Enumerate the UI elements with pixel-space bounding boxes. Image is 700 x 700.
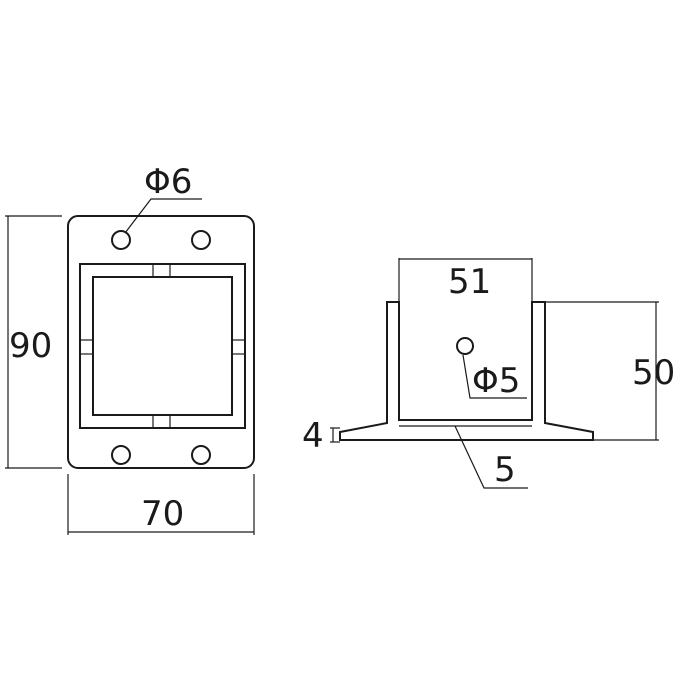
hole-diameter-leader (124, 198, 202, 234)
side-view: 51 50 Φ5 4 5 (302, 258, 675, 490)
base-thickness-dimension (330, 427, 340, 443)
wall-thickness-label: 5 (494, 450, 516, 490)
side-hole-label: Φ5 (472, 361, 520, 401)
socket-inner-square (92, 276, 233, 416)
front-view: Φ6 90 70 (5, 162, 255, 535)
mounting-hole-bottom-right (191, 445, 211, 465)
mounting-hole-top-right (191, 230, 211, 250)
height-label: 90 (9, 326, 52, 366)
side-height-label: 50 (632, 353, 675, 393)
base-thickness-label: 4 (302, 416, 324, 456)
base-plate-outline (67, 215, 255, 469)
height-dimension (5, 215, 62, 469)
width-label: 70 (141, 494, 184, 534)
socket-ribs (80, 264, 245, 428)
mounting-hole-bottom-left (111, 445, 131, 465)
top-width-dimension (398, 258, 533, 302)
socket-outer-square (79, 263, 246, 429)
hole-diameter-label: Φ6 (144, 162, 192, 202)
wall-thickness-leader (454, 425, 528, 489)
side-hole-leader (462, 354, 527, 399)
width-dimension (67, 474, 255, 535)
side-hole (456, 337, 474, 355)
side-profile-outline (339, 301, 594, 441)
top-width-label: 51 (448, 262, 491, 302)
side-height-dimension (545, 301, 659, 441)
mounting-hole-top-left (111, 230, 131, 250)
